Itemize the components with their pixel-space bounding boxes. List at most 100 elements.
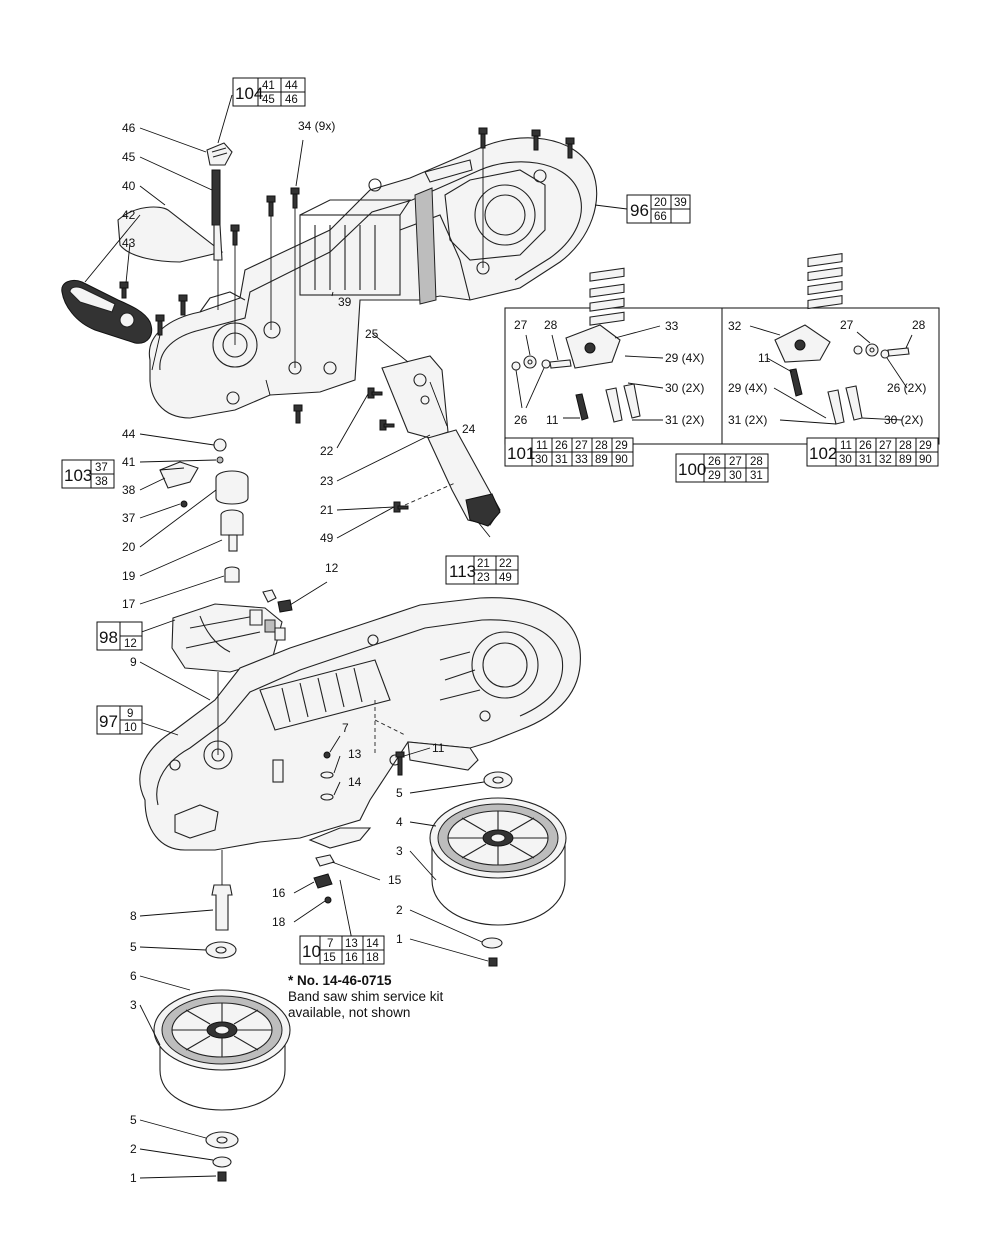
callout-34: 34 (9x)	[298, 119, 335, 133]
kit-box-100: 100 26 27 28 29 30 31	[675, 453, 769, 483]
callout-23: 23	[320, 474, 334, 488]
callout-14: 14	[348, 775, 362, 789]
service-kit-note: * No. 14-46-0715 Band saw shim service k…	[288, 973, 508, 1021]
kit-box-96: 96 20 39 66	[626, 194, 691, 224]
kit-box-102: 102 11 26 27 28 29 30 31 32 89 90	[806, 437, 939, 467]
callout-42: 42	[122, 208, 136, 222]
kit-97-cell: 9	[127, 708, 133, 720]
lower-housing	[139, 597, 581, 851]
callout-2-right: 2	[396, 903, 403, 917]
callout-8: 8	[130, 909, 137, 923]
kit-box-10: 10 7 13 14 15 16 18	[299, 935, 385, 965]
kit-97-cell: 10	[124, 722, 137, 734]
left-wheel	[153, 850, 291, 1182]
kit-101-cell: 33	[575, 454, 588, 466]
note-line-1: Band saw shim service kit	[288, 989, 444, 1004]
callout-24: 24	[462, 422, 476, 436]
kit-10-cell: 16	[345, 952, 358, 964]
kit-10-cell: 13	[345, 938, 358, 950]
callout-5-right: 5	[396, 786, 403, 800]
callout-inset-29b: 29 (4X)	[728, 381, 767, 395]
callout-12: 12	[325, 561, 339, 575]
note-heading: * No. 14-46-0715	[288, 973, 392, 988]
callout-inset-27a: 27	[514, 318, 528, 332]
kit-box-103: 103 37 38	[61, 459, 115, 489]
callout-15: 15	[388, 873, 402, 887]
callout-5-lower: 5	[130, 1113, 137, 1127]
kit-101-cell: 28	[595, 440, 608, 452]
callout-inset-31a: 31 (2X)	[665, 413, 704, 427]
kit-103-cell: 38	[95, 476, 108, 488]
kit-101-cell: 29	[615, 440, 628, 452]
kit-box-97: 97 9 10	[96, 705, 143, 735]
kit-101-cell: 30	[535, 454, 548, 466]
kit-104-cell: 45	[262, 94, 275, 106]
kit-102-cell: 89	[899, 454, 912, 466]
callout-21: 21	[320, 503, 334, 517]
callout-1-left: 1	[130, 1171, 137, 1185]
callout-inset-31b: 31 (2X)	[728, 413, 767, 427]
blade-guard-assembly	[367, 355, 501, 527]
callout-13: 13	[348, 747, 362, 761]
kit-box-98: 98 12	[96, 621, 143, 651]
callout-inset-29a: 29 (4X)	[665, 351, 704, 365]
callout-inset-28a: 28	[544, 318, 558, 332]
kit-97-main: 97	[99, 712, 118, 731]
callout-inset-27b: 27	[840, 318, 854, 332]
callout-38: 38	[122, 483, 136, 497]
callout-2-left: 2	[130, 1142, 137, 1156]
kit-113-main: 113	[449, 562, 476, 581]
kit-102-cell: 30	[839, 454, 852, 466]
kit-104-cell: 44	[285, 80, 298, 92]
kit-101-cell: 90	[615, 454, 628, 466]
callout-inset-30b: 30 (2X)	[884, 413, 923, 427]
kit-113-cell: 49	[499, 572, 512, 584]
kit-113-cell: 21	[477, 558, 490, 570]
kit-102-cell: 29	[919, 440, 932, 452]
kit-102-cell: 27	[879, 440, 892, 452]
note-line-2: available, not shown	[288, 1005, 411, 1020]
kit-102-cell: 28	[899, 440, 912, 452]
callout-41: 41	[122, 455, 136, 469]
callout-18: 18	[272, 915, 286, 929]
callout-5-left: 5	[130, 940, 137, 954]
callout-9: 9	[130, 655, 137, 669]
kit-102-cell: 31	[859, 454, 872, 466]
upper-cover	[148, 137, 598, 419]
kit-101-cell: 11	[536, 440, 548, 452]
kit-101-cell: 27	[575, 440, 588, 452]
kit-100-cell: 27	[729, 456, 742, 468]
callout-37: 37	[122, 511, 136, 525]
kit-100-cell: 26	[708, 456, 721, 468]
kit-box-101: 101 11 26 27 28 29 30 31 33 89 90	[504, 437, 634, 467]
callout-inset-11b: 11	[758, 351, 771, 365]
callout-20: 20	[122, 540, 136, 554]
kit-96-main: 96	[630, 201, 649, 220]
callout-inset-32: 32	[728, 319, 742, 333]
kit-102-cell: 32	[879, 454, 892, 466]
kit-102-cell: 90	[919, 454, 932, 466]
callout-4: 4	[396, 815, 403, 829]
callout-inset-11a: 11	[546, 413, 559, 427]
callout-1-right: 1	[396, 932, 403, 946]
kit-104-cell: 46	[285, 94, 298, 106]
callout-40: 40	[122, 179, 136, 193]
callout-6: 6	[130, 969, 137, 983]
callout-11-frame: 11	[432, 741, 445, 755]
tension-knob-assembly	[61, 142, 233, 344]
kit-10-main: 10	[302, 942, 321, 961]
kit-104-cell: 41	[262, 80, 275, 92]
kit-100-cell: 31	[750, 470, 763, 482]
kit-101-main: 101	[507, 444, 535, 463]
kit-104-main: 104	[235, 84, 263, 103]
callout-46: 46	[122, 121, 136, 135]
callout-inset-33: 33	[665, 319, 679, 333]
kit-10-cell: 18	[366, 952, 379, 964]
kit-box-104: 104 41 44 45 46	[232, 77, 306, 107]
inset-panels	[504, 253, 940, 445]
callout-3-right: 3	[396, 844, 403, 858]
callout-45: 45	[122, 150, 136, 164]
callout-17: 17	[122, 597, 136, 611]
kit-100-cell: 28	[750, 456, 763, 468]
callout-44: 44	[122, 427, 136, 441]
